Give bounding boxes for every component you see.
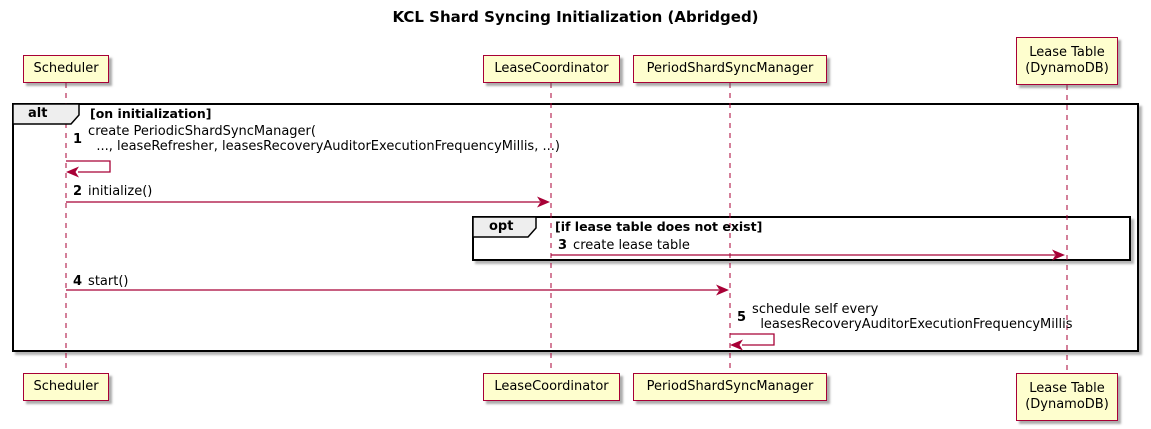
message-4-text: start() <box>88 274 129 289</box>
alt-frame-keyword: alt <box>28 106 48 121</box>
participant-label: PeriodShardSyncManager <box>646 61 814 76</box>
message-1-label: 1 create PeriodicShardSyncManager( ..., … <box>73 124 560 154</box>
participant-label: PeriodShardSyncManager <box>646 379 814 394</box>
message-4-label: 4 start() <box>73 274 128 289</box>
message-4-number: 4 <box>73 274 83 289</box>
participant-periodshardsyncmanager-bottom: PeriodShardSyncManager <box>633 373 827 401</box>
participant-leasetable-top: Lease Table (DynamoDB) <box>1016 37 1118 85</box>
participant-leasecoordinator-bottom: LeaseCoordinator <box>483 373 620 401</box>
alt-frame <box>12 103 1139 352</box>
participant-label: LeaseCoordinator <box>494 61 609 76</box>
opt-frame-condition: [if lease table does not exist] <box>555 219 763 234</box>
message-1-text: create PeriodicShardSyncManager( ..., le… <box>88 124 560 154</box>
message-5-text: schedule self every leasesRecoveryAudito… <box>752 302 1073 332</box>
opt-frame <box>472 216 1131 261</box>
participant-leasecoordinator-top: LeaseCoordinator <box>483 55 620 83</box>
participant-scheduler-top: Scheduler <box>23 55 109 83</box>
opt-frame-keyword: opt <box>489 219 514 234</box>
diagram-title: KCL Shard Syncing Initialization (Abridg… <box>392 8 759 26</box>
participant-leasetable-bottom: Lease Table (DynamoDB) <box>1016 373 1118 421</box>
message-2-text: initialize() <box>88 184 153 199</box>
alt-frame-condition: [on initialization] <box>90 106 212 121</box>
participant-label: Scheduler <box>33 379 99 394</box>
participant-label: Lease Table (DynamoDB) <box>1025 381 1109 412</box>
message-1-number: 1 <box>73 131 83 147</box>
message-5-label: 5 schedule self every leasesRecoveryAudi… <box>737 302 1073 332</box>
participant-label: Lease Table (DynamoDB) <box>1025 45 1109 76</box>
message-3-label: 3 create lease table <box>558 238 690 253</box>
participant-periodshardsyncmanager-top: PeriodShardSyncManager <box>633 55 827 83</box>
message-2-label: 2 initialize() <box>73 184 152 199</box>
message-3-number: 3 <box>558 238 568 253</box>
message-2-number: 2 <box>73 184 83 199</box>
participant-label: Scheduler <box>33 61 99 76</box>
message-5-number: 5 <box>737 309 747 325</box>
participant-scheduler-bottom: Scheduler <box>23 373 109 401</box>
message-3-text: create lease table <box>573 238 690 253</box>
participant-label: LeaseCoordinator <box>494 379 609 394</box>
